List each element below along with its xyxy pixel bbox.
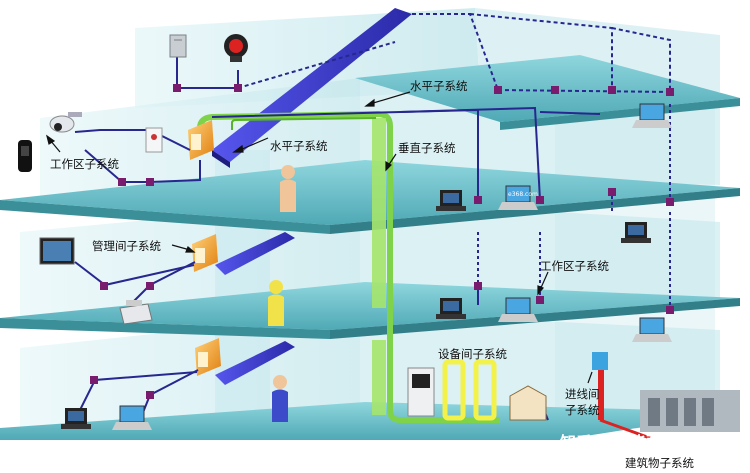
- label-entrance-line1: 进线间: [565, 387, 600, 401]
- cable-tray-top: [212, 8, 412, 162]
- patch-panel-floor3: [188, 120, 214, 160]
- laptop-floor1-icon: [112, 405, 152, 430]
- floor-slab-3: [0, 160, 740, 225]
- workstation-floor3-a-icon: [436, 190, 466, 211]
- patch-panels: [188, 120, 221, 376]
- label-building: 建筑物子系统: [625, 456, 694, 470]
- security-camera-icon: [49, 112, 82, 133]
- person-floor3-icon: [280, 165, 296, 212]
- sensor-box-icon: [145, 127, 163, 153]
- patch-panel-floor2: [192, 234, 218, 272]
- video-monitor-icon: [39, 237, 75, 265]
- workstation-floor3-right-icon: [621, 222, 651, 243]
- equipment-rack-1-icon: [442, 359, 466, 421]
- laptop-screen-text: e368.com: [508, 191, 538, 198]
- horizontal-cable-trays: [212, 8, 412, 385]
- person-floor1-icon: [272, 375, 288, 422]
- external-building-icon: [599, 390, 740, 440]
- equipment-rack-2-icon: [473, 359, 497, 421]
- laptop-floor3-icon: e368.com: [498, 185, 538, 210]
- junction-box-icon: [169, 34, 187, 58]
- workstation-floor1-a-icon: [61, 408, 91, 429]
- laptop-floor2-right-icon: [632, 317, 672, 342]
- watermark: 知乎 @智能弱电圈: [560, 433, 694, 452]
- person-floor2-icon: [268, 280, 284, 326]
- vertical-riser: [197, 110, 500, 423]
- devices: e368.com: [18, 34, 740, 440]
- server-cabinet-icon: [407, 367, 435, 417]
- laptop-floor2-icon: [498, 297, 538, 322]
- telephone-icon: [119, 300, 153, 325]
- subsystem-labels: 水平子系统 水平子系统 垂直子系统 工作区子系统 管理间子系统 工作区子系统 设…: [50, 79, 694, 470]
- workstation-floor2-a-icon: [436, 298, 466, 319]
- cable-tray-low: [215, 341, 295, 385]
- floor-slab-ground: [0, 402, 740, 440]
- label-horizontal-top: 水平子系统: [410, 79, 468, 93]
- infrared-beam-detector-icon: [18, 140, 32, 172]
- floor-slab-2: [0, 282, 740, 330]
- label-pointers: [46, 91, 593, 384]
- label-work-area-left: 工作区子系统: [50, 157, 119, 171]
- label-work-area-right: 工作区子系统: [540, 259, 609, 273]
- patch-panel-floor1: [195, 338, 221, 376]
- laptop-top-icon: [632, 103, 672, 128]
- distribution-frame-icon: [509, 385, 547, 421]
- alarm-siren-icon: [224, 34, 248, 62]
- cable-tray-mid: [215, 232, 295, 275]
- entrance-terminal-icon: [592, 352, 608, 420]
- label-vertical: 垂直子系统: [398, 141, 456, 155]
- label-horizontal-mid: 水平子系统: [270, 139, 328, 153]
- label-entrance-line2: 子系统: [565, 403, 600, 417]
- label-equipment-room: 设备间子系统: [438, 347, 507, 361]
- label-admin: 管理间子系统: [92, 239, 161, 253]
- floor-slabs: [0, 55, 740, 440]
